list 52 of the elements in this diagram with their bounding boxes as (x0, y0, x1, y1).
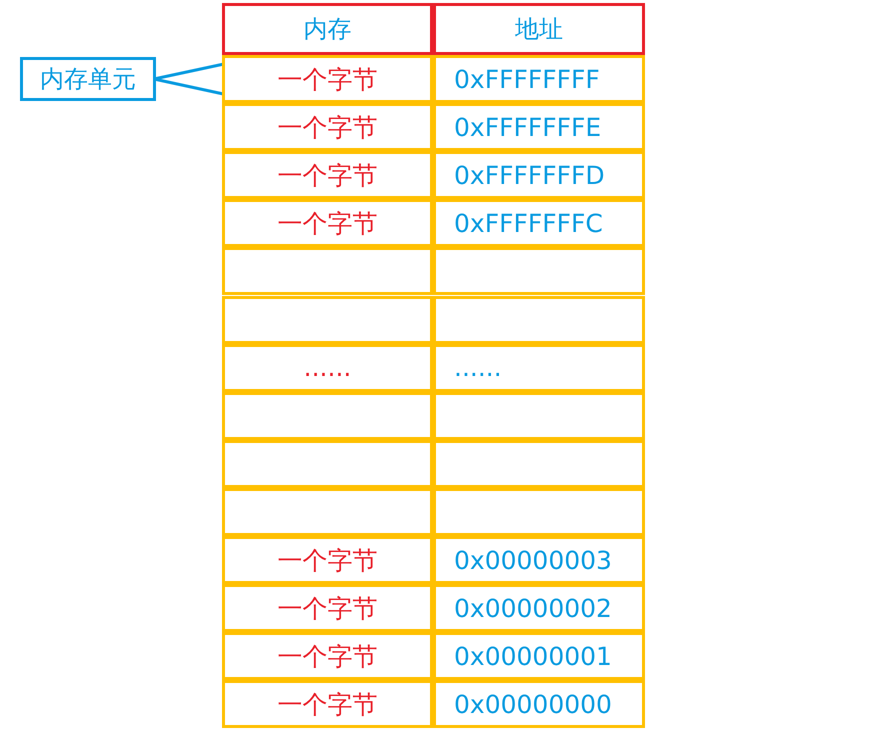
cell-text: 一个字节 (278, 64, 378, 96)
cell-text: 0x00000002 (454, 594, 612, 623)
memory-cell (433, 344, 645, 392)
memory-cell (222, 151, 433, 200)
empty-memory-cell (433, 247, 645, 296)
empty-memory-cell (433, 488, 645, 536)
empty-memory-cell (433, 296, 645, 344)
callout-label (20, 57, 156, 101)
memory-cell (222, 55, 433, 104)
cell-text: 一个字节 (278, 640, 378, 673)
cell-text: 内存单元 (40, 64, 136, 95)
cell-text: 0x00000003 (454, 546, 612, 575)
memory-cell (433, 584, 645, 632)
empty-memory-cell (222, 392, 433, 440)
empty-memory-cell (222, 488, 433, 536)
cell-text: 一个字节 (278, 112, 378, 144)
memory-cell (433, 151, 645, 200)
memory-cell (433, 55, 645, 104)
empty-memory-cell (433, 440, 645, 488)
cell-text: 0x00000000 (454, 690, 612, 719)
cell-text: 一个字节 (278, 208, 378, 240)
memory-cell (222, 680, 433, 728)
header-cell (222, 3, 433, 55)
empty-memory-cell (433, 392, 645, 440)
memory-cell (433, 536, 645, 584)
cell-text: 地址 (515, 14, 563, 45)
memory-cell (222, 103, 433, 152)
empty-memory-cell (222, 440, 433, 488)
cell-text: 一个字节 (278, 544, 378, 577)
memory-cell (433, 103, 645, 152)
cell-text: ...... (304, 353, 352, 382)
empty-memory-cell (222, 296, 433, 344)
memory-cell (222, 632, 433, 680)
cell-text: 0x00000001 (454, 642, 612, 671)
memory-cell (222, 584, 433, 632)
memory-cell (222, 199, 433, 248)
memory-cell (222, 344, 433, 392)
memory-cell (222, 536, 433, 584)
memory-cell (433, 632, 645, 680)
memory-cell (433, 199, 645, 248)
memory-cell (433, 680, 645, 728)
cell-text: 一个字节 (278, 160, 378, 192)
header-cell (433, 3, 645, 55)
cell-text: 一个字节 (278, 688, 378, 721)
cell-text: 0xFFFFFFFC (454, 208, 603, 238)
cell-text: ...... (454, 353, 502, 382)
cell-text: 内存 (304, 14, 352, 45)
empty-memory-cell (222, 247, 433, 296)
cell-text: 0xFFFFFFFD (454, 160, 605, 190)
cell-text: 一个字节 (278, 592, 378, 625)
cell-text: 0xFFFFFFFE (454, 112, 602, 142)
cell-text: 0xFFFFFFFF (454, 64, 600, 94)
